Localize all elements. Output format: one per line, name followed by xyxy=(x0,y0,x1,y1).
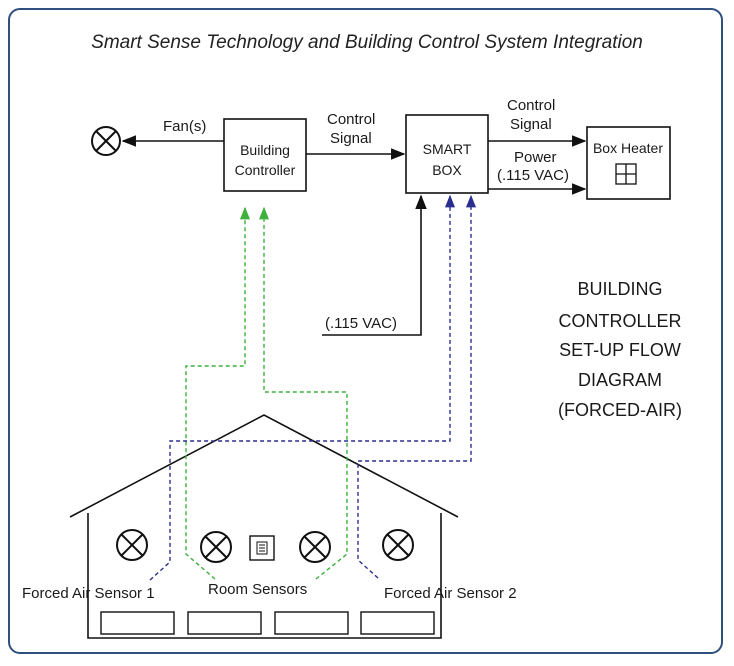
diagram-caption: BUILDING CONTROLLER SET-UP FLOW DIAGRAM … xyxy=(558,279,682,420)
forced-air-sensor-2-label: Forced Air Sensor 2 xyxy=(384,585,517,602)
control-signal-1-line-1: Control xyxy=(327,111,375,128)
control-signal-1-line-2: Signal xyxy=(330,130,372,147)
caption-line-4: DIAGRAM xyxy=(578,370,662,390)
thermostat-icon xyxy=(249,535,275,561)
vent-fan-icon xyxy=(200,531,232,563)
building-controller-box xyxy=(223,118,307,192)
caption-line-3: SET-UP FLOW xyxy=(559,340,681,360)
diagram-title: Smart Sense Technology and Building Cont… xyxy=(91,32,643,53)
caption-line-5: (FORCED-AIR) xyxy=(558,400,682,420)
power-label-1: Power xyxy=(514,149,557,166)
fan-icon xyxy=(91,126,121,156)
forced-air-signal-lines xyxy=(149,194,477,581)
smart-box xyxy=(405,114,489,194)
room-sensor-signal-lines xyxy=(185,206,348,580)
vent-fan-icon xyxy=(299,531,331,563)
caption-line-1: BUILDING xyxy=(577,279,662,299)
building-controller-label-1: Building xyxy=(240,142,290,158)
power-label-2: (.115 VAC) xyxy=(497,167,569,184)
vent-fan-icon xyxy=(382,529,414,561)
fan-label: Fan(s) xyxy=(163,118,206,135)
caption-line-2: CONTROLLER xyxy=(558,311,681,331)
heater-grid-icon xyxy=(615,163,637,185)
vent-fan-icon xyxy=(116,529,148,561)
vac-input-arrow xyxy=(322,194,427,336)
box-heater xyxy=(586,126,671,200)
control-signal-2-line-2: Signal xyxy=(510,116,552,133)
box-heater-label: Box Heater xyxy=(593,140,663,156)
house-outline xyxy=(69,414,459,639)
vac-input-label: (.115 VAC) xyxy=(325,315,397,332)
building-controller-label-2: Controller xyxy=(235,162,296,178)
smart-box-label-2: BOX xyxy=(432,162,462,178)
control-signal-2-line-1: Control xyxy=(507,97,555,114)
forced-air-sensor-1-label: Forced Air Sensor 1 xyxy=(22,585,155,602)
room-sensors-label: Room Sensors xyxy=(208,581,307,598)
smart-box-label-1: SMART xyxy=(423,141,472,157)
floor-vents xyxy=(100,611,435,635)
